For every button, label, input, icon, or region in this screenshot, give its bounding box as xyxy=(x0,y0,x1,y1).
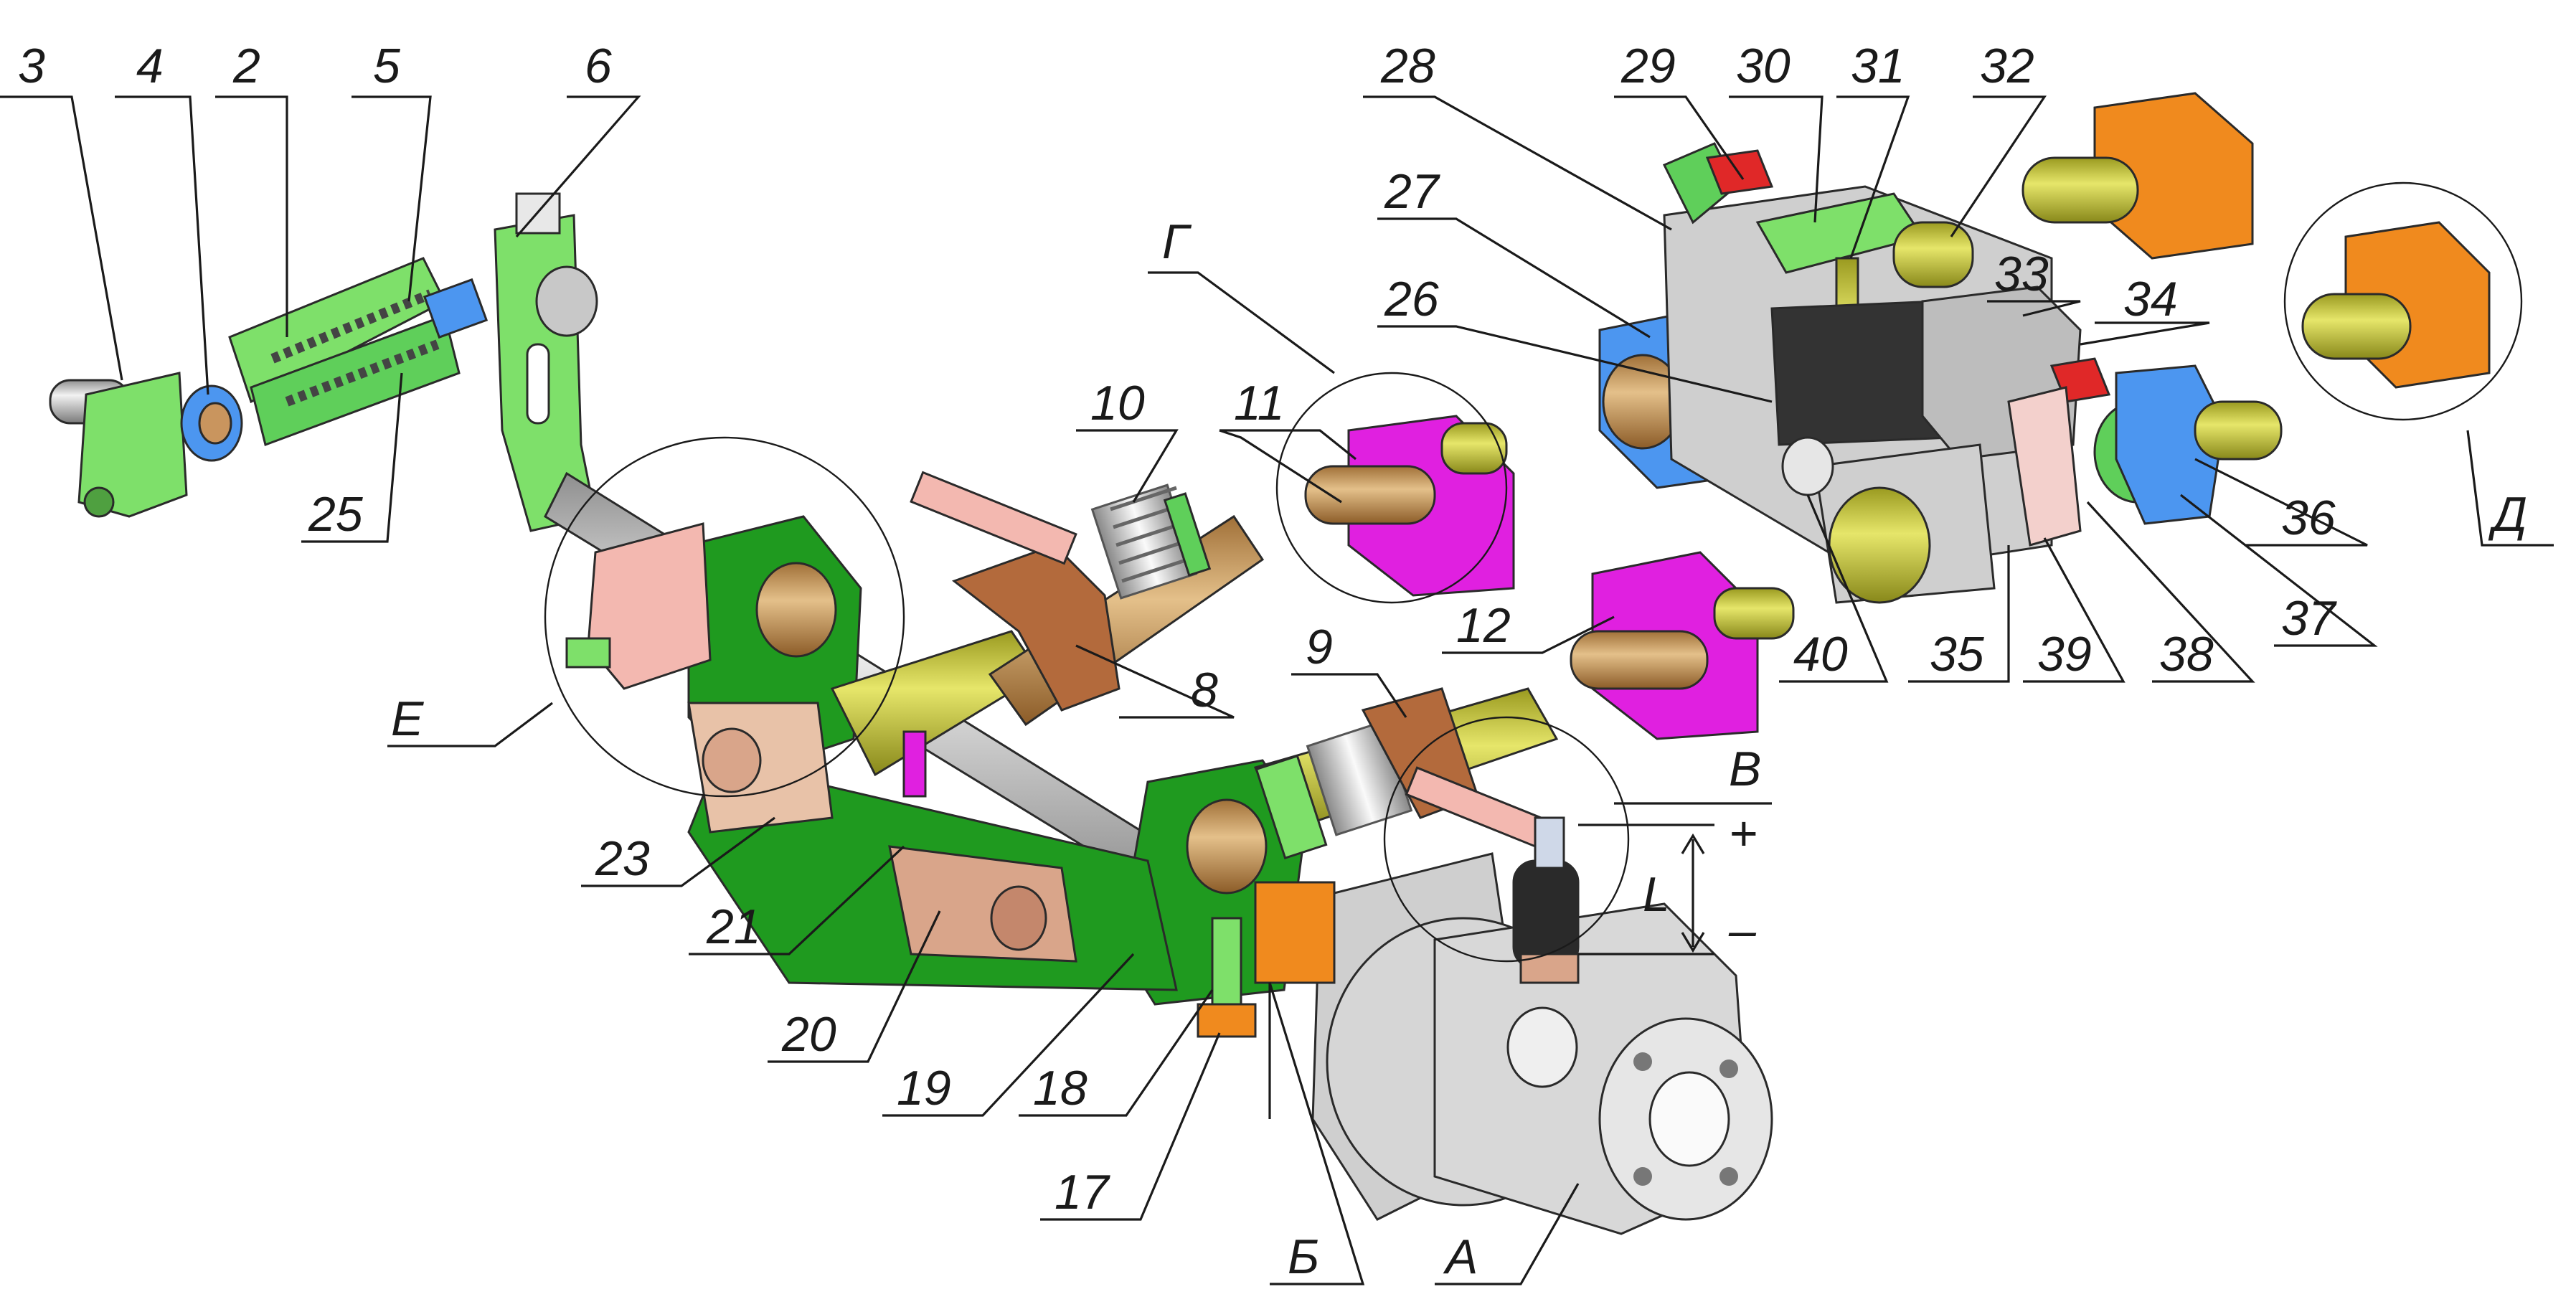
label-l-dimension: L xyxy=(1643,867,1670,922)
label-v: В xyxy=(1729,742,1761,796)
part-e-pink-block xyxy=(587,522,712,690)
part-35-pin xyxy=(1828,486,1931,604)
part-12-tail xyxy=(1713,587,1795,640)
label-12: 12 xyxy=(1456,598,1511,653)
adjuster-screw xyxy=(1534,816,1565,869)
detail-circle-e xyxy=(544,436,905,798)
label-34: 34 xyxy=(2123,272,2178,326)
label-19: 19 xyxy=(897,1061,951,1115)
label-b: Б xyxy=(1288,1230,1319,1284)
label-plus: + xyxy=(1729,806,1758,861)
label-10: 10 xyxy=(1090,376,1145,430)
pump-bolt-hole xyxy=(1719,1167,1738,1186)
part-11-tail xyxy=(1440,422,1508,475)
pump-side-port xyxy=(1506,1006,1578,1088)
part-8-bar xyxy=(910,471,1077,565)
label-21: 21 xyxy=(706,900,761,954)
label-d: Д xyxy=(2488,487,2527,542)
part-12-pin xyxy=(1570,630,1709,690)
part-19-housing-upper-bore xyxy=(755,562,837,658)
part-3-bracket xyxy=(77,372,188,518)
label-a: А xyxy=(1443,1230,1478,1284)
part-23-bore xyxy=(702,727,762,793)
pump-orange-bracket xyxy=(1254,881,1336,984)
label-17: 17 xyxy=(1055,1165,1110,1219)
detail-circle-d xyxy=(2283,181,2523,421)
part-10-spring-coils xyxy=(1110,486,1189,583)
label-39: 39 xyxy=(2037,627,2092,681)
label-31: 31 xyxy=(1851,39,1905,93)
part-2-spring-coil xyxy=(270,289,433,364)
link-blue-connector xyxy=(423,278,489,339)
part-3-bolt xyxy=(83,486,115,518)
green-nipple-left xyxy=(565,637,611,669)
pump-body xyxy=(1197,816,1773,1235)
label-11: 11 xyxy=(1234,376,1285,430)
label-g: Г xyxy=(1162,214,1192,269)
part-11-pin xyxy=(1304,465,1436,525)
label-40: 40 xyxy=(1793,627,1848,681)
main-shaft-assembly xyxy=(544,471,1565,1006)
label-minus: – xyxy=(1728,903,1757,958)
label-23: 23 xyxy=(595,831,650,886)
detail-circle-v xyxy=(1383,716,1630,963)
part-5-spring-coil xyxy=(285,339,440,407)
pump-bolt-hole xyxy=(1719,1059,1738,1078)
part-17-nut xyxy=(1197,1003,1257,1038)
part-4-pin xyxy=(198,402,232,445)
label-29: 29 xyxy=(1620,39,1676,93)
part-6-slot xyxy=(526,343,550,425)
part-37-pin xyxy=(2194,400,2283,461)
label-3: 3 xyxy=(18,39,45,93)
detail-circles xyxy=(544,181,2523,963)
pump-front-bore xyxy=(1648,1071,1730,1167)
part-40-nut xyxy=(1781,436,1834,496)
label-9: 9 xyxy=(1306,620,1333,674)
part-20-clamp-bore xyxy=(990,885,1047,951)
part-9-green-ring xyxy=(1255,755,1328,859)
callout-labels: 3 4 2 5 6 25 10 11 Г 8 9 12 Е 23 21 20 1… xyxy=(18,39,2527,1284)
pump-bolt-hole xyxy=(1633,1167,1652,1186)
label-27: 27 xyxy=(1384,164,1440,219)
label-2: 2 xyxy=(232,39,260,93)
label-6: 6 xyxy=(585,39,612,93)
label-38: 38 xyxy=(2159,627,2214,681)
detail-g-parts xyxy=(1304,415,1795,740)
part-32-olive-shaft xyxy=(1892,221,1974,288)
label-33: 33 xyxy=(1994,247,2049,301)
magenta-link xyxy=(902,730,927,798)
left-linkage xyxy=(49,192,598,532)
leader-lines xyxy=(0,95,2554,1285)
part-19-housing-lower-bore xyxy=(1186,798,1268,895)
label-36: 36 xyxy=(2281,491,2336,545)
label-5: 5 xyxy=(373,39,400,93)
detail-d-pin xyxy=(2301,293,2412,360)
label-8: 8 xyxy=(1191,663,1218,717)
label-32: 32 xyxy=(1980,39,2034,93)
label-28: 28 xyxy=(1380,39,1435,93)
label-35: 35 xyxy=(1930,627,1984,681)
part-10-green-ring xyxy=(1163,492,1212,577)
part-29-red-wedge xyxy=(1705,149,1774,195)
label-20: 20 xyxy=(781,1007,836,1062)
label-37: 37 xyxy=(2281,591,2337,646)
label-26: 26 xyxy=(1384,272,1439,326)
label-4: 4 xyxy=(136,39,164,93)
pump-bolt-hole xyxy=(1633,1052,1652,1071)
part-34-bracket xyxy=(2007,386,2082,547)
part-6-disc xyxy=(535,265,598,337)
label-30: 30 xyxy=(1736,39,1791,93)
top-orange-bearing-pin xyxy=(2021,156,2139,224)
governor-assembly xyxy=(1598,92,2491,604)
label-25: 25 xyxy=(308,487,363,542)
adjuster-boot xyxy=(1512,859,1580,970)
label-18: 18 xyxy=(1033,1061,1088,1115)
detail-circle-g xyxy=(1275,372,1508,604)
label-e: Е xyxy=(391,692,424,746)
